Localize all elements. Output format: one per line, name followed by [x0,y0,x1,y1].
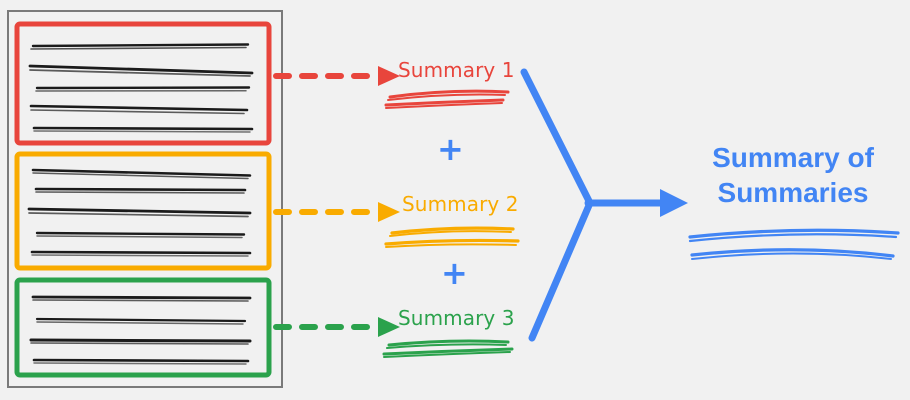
dashed-arrow-3 [273,317,400,337]
result-squiggles [688,228,900,260]
document-group-2[interactable] [14,151,272,271]
summary-2-squiggles [384,226,520,248]
summary-1-label: Summary 1 [398,58,515,82]
arrowhead-3-icon [378,317,400,337]
summary-1-squiggles [384,89,510,109]
document-group-1[interactable] [14,21,272,146]
document-group-2-border [14,151,272,271]
dashed-arrow-2 [273,202,400,222]
plus-operator-2: + [441,254,468,292]
summary-3-squiggles [382,339,514,358]
dashed-arrow-1 [273,66,400,86]
plus-operator-1: + [437,130,464,168]
summary-3-label: Summary 3 [398,306,515,330]
result-label-line-2: Summaries [717,177,869,208]
document-group-1-border [14,21,272,146]
arrowhead-2-icon [378,202,400,222]
summary-of-summaries-label: Summary of Summaries [673,140,910,210]
document-group-1-text-lines [28,43,254,133]
arrowhead-1-icon [378,66,400,86]
document-collection-container [7,10,283,388]
merge-arrowhead-icon [660,189,688,217]
document-group-3-text-lines [29,295,252,365]
document-group-3[interactable] [14,277,272,378]
summary-2-label: Summary 2 [402,192,519,216]
result-label-line-1: Summary of [712,142,874,173]
merge-arrow [520,68,668,342]
document-group-3-border [14,277,272,378]
document-group-2-text-lines [27,168,252,257]
